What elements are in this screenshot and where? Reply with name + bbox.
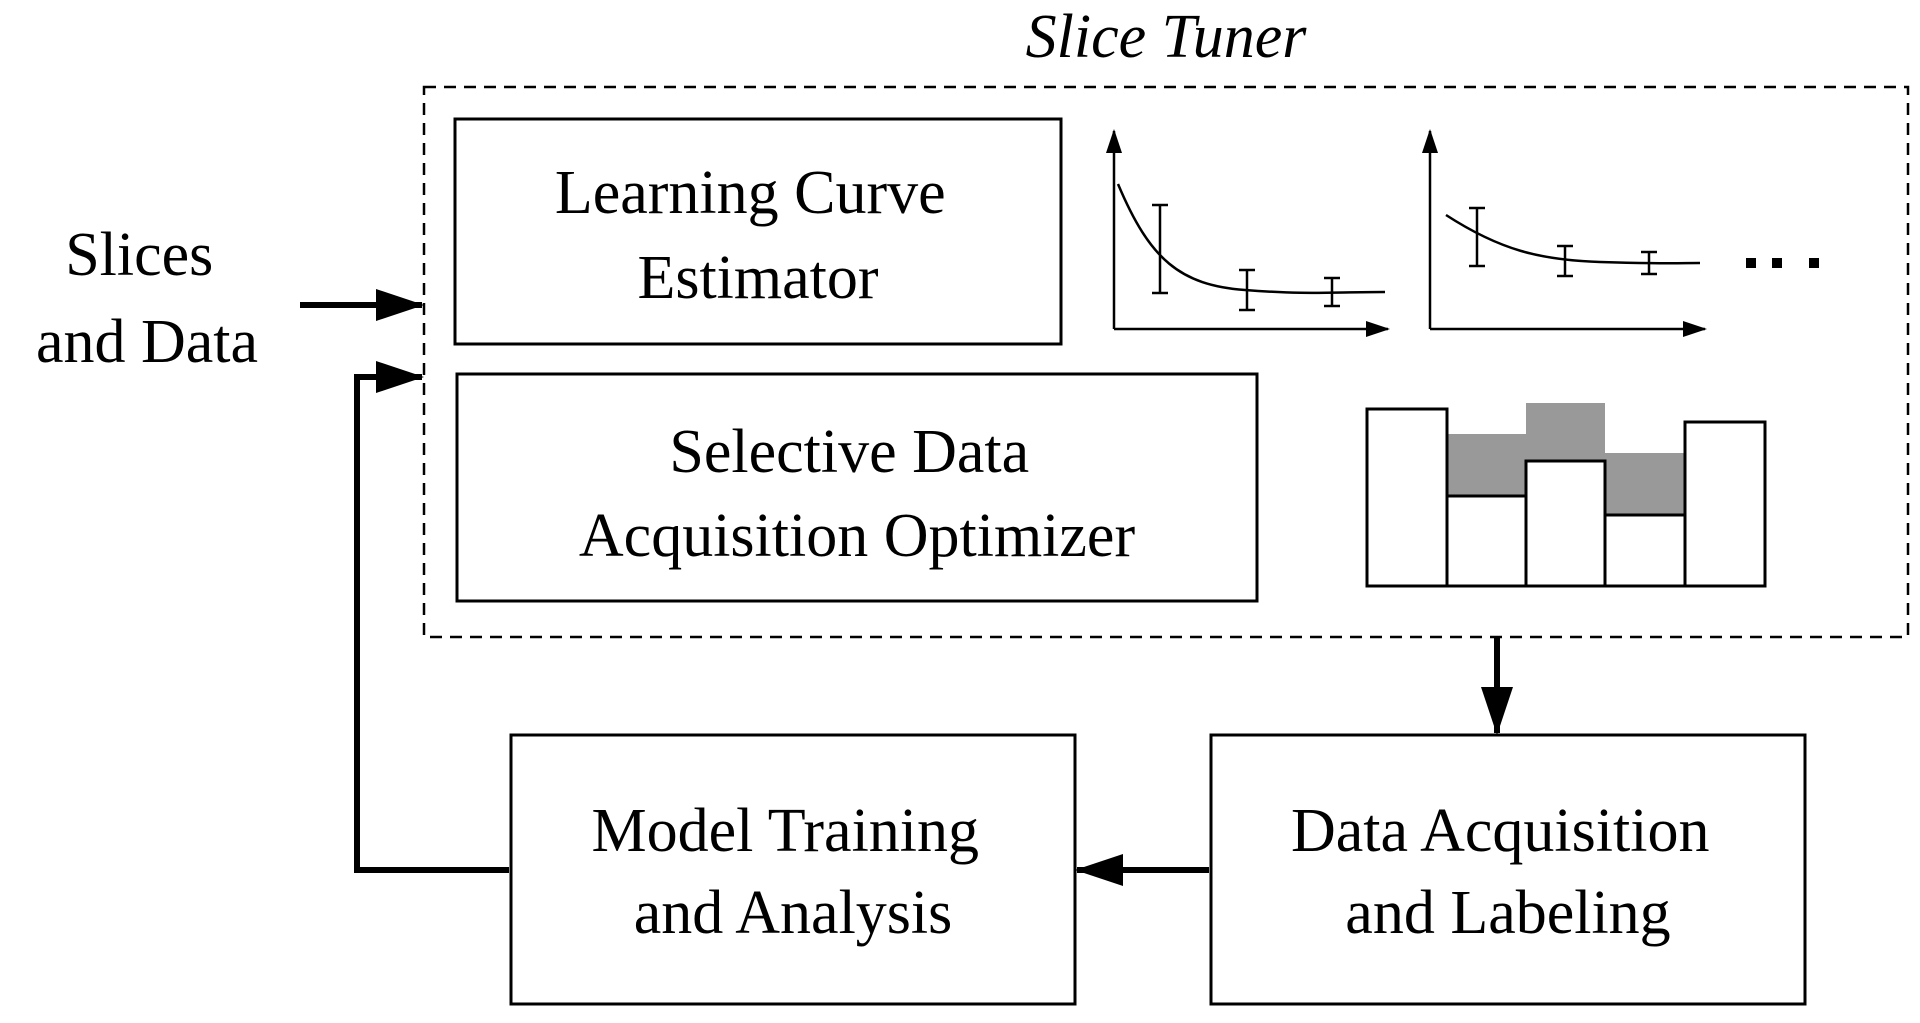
- plot-2-error-bar-3: [1641, 250, 1657, 276]
- acquired-data-slice-3: [1526, 403, 1605, 461]
- optimizer-box: Selective Data Acquisition Optimizer: [455, 372, 1259, 603]
- plot-1-curve: [1116, 183, 1386, 295]
- input-label-line-2: and Data: [36, 308, 258, 376]
- acquired-data-slice-4: [1605, 453, 1685, 515]
- optimizer-line-1: Selective Data: [669, 418, 1029, 486]
- learning-curve-plot-1: [1106, 129, 1390, 337]
- input-label: Slices and Data: [36, 221, 258, 376]
- learning-curve-estimator-box: Learning Curve Estimator: [453, 117, 1063, 346]
- model-training-line-1: Model Training: [591, 797, 979, 865]
- plot-1-error-bar-2: [1239, 268, 1255, 312]
- slice-tuner-container: [422, 85, 1910, 639]
- learning-curve-plot-2: [1422, 129, 1707, 337]
- more-plots-ellipsis: [1746, 258, 1819, 268]
- existing-data-slice-3: [1524, 459, 1607, 588]
- existing-data-slice-1: [1365, 407, 1449, 588]
- plot-1-error-bar-1: [1152, 203, 1168, 295]
- plot-2-error-bar-1: [1469, 206, 1485, 268]
- plot-1-error-bar-3: [1324, 276, 1340, 308]
- learning-curve-estimator-line-2: Estimator: [637, 244, 878, 312]
- learning-curve-estimator-label: Learning Curve Estimator: [555, 159, 961, 312]
- data-acquisition-label: Data Acquisition and Labeling: [1291, 797, 1725, 947]
- existing-data-slice-2: [1445, 494, 1528, 588]
- optimizer-label: Selective Data Acquisition Optimizer: [579, 418, 1136, 570]
- acquired-data-slice-2: [1447, 434, 1526, 496]
- plot-2-error-bar-2: [1557, 244, 1573, 278]
- data-acquisition-line-1: Data Acquisition: [1291, 797, 1709, 865]
- input-label-line-1: Slices: [65, 221, 213, 289]
- model-training-label: Model Training and Analysis: [591, 797, 994, 947]
- feedback-arrow: [354, 361, 509, 873]
- learning-curve-estimator-line-1: Learning Curve: [555, 159, 946, 227]
- optimizer-line-2: Acquisition Optimizer: [579, 502, 1136, 570]
- model-training-box: Model Training and Analysis: [509, 733, 1077, 1006]
- data-acquisition-line-2: and Labeling: [1345, 879, 1670, 947]
- slice-tuner-title: Slice Tuner: [1026, 3, 1308, 71]
- existing-data-slice-4: [1603, 513, 1687, 588]
- model-training-line-2: and Analysis: [634, 879, 953, 947]
- data-acquisition-box: Data Acquisition and Labeling: [1209, 733, 1807, 1006]
- existing-data-slice-5: [1683, 420, 1767, 588]
- slice-allocation-bars: [1365, 403, 1767, 588]
- plot-2-curve: [1445, 213, 1701, 265]
